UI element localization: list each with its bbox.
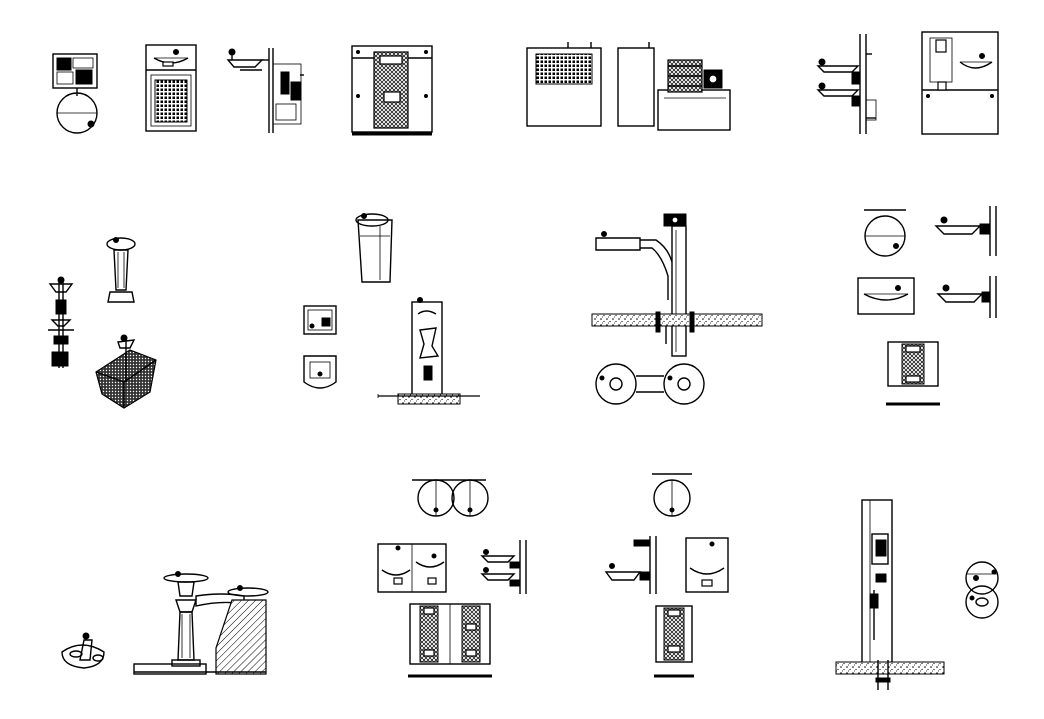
wall-fountain-plan-view bbox=[864, 209, 906, 257]
wall-fountain-side-view-lower bbox=[936, 276, 997, 318]
bottle-filler-post-section bbox=[835, 499, 945, 690]
recessed-fountain-panel-elevation bbox=[921, 31, 999, 135]
pedestal-fountain-post bbox=[48, 276, 74, 368]
single-fountain-side-view bbox=[604, 536, 657, 594]
single-fountain-front-view bbox=[685, 537, 729, 593]
outdoor-bi-level-pedestal-elevation bbox=[591, 213, 763, 357]
fountain-bowl-top-view bbox=[303, 355, 337, 389]
bi-level-fountain-side-section bbox=[816, 34, 877, 134]
wall-fountain-side-view bbox=[934, 206, 997, 256]
recessed-fountain-elevation bbox=[351, 45, 433, 136]
pedestal-fountain-column bbox=[106, 237, 136, 303]
wall-fountain-frame-elevation bbox=[886, 341, 940, 406]
drinking-fountain-compressor-unit bbox=[52, 53, 98, 134]
bi-level-front-view bbox=[377, 543, 447, 593]
water-chiller-unit bbox=[657, 59, 731, 131]
pedestal-fountain-section-on-slab bbox=[377, 297, 480, 405]
wall-fountain-front-view bbox=[857, 277, 915, 315]
outdoor-pedestal-with-pet-fountain bbox=[133, 571, 269, 675]
water-cooler-louvered-front bbox=[526, 42, 602, 127]
bi-level-side-view bbox=[480, 540, 527, 594]
pedestal-fountain-isometric-section bbox=[95, 334, 157, 409]
single-fountain-frame-elevation bbox=[654, 605, 694, 678]
wall-fountain-side-section bbox=[226, 48, 304, 133]
pet-bowl-fountain bbox=[61, 632, 105, 669]
wall-cooler-front-elevation bbox=[145, 44, 197, 132]
single-fountain-plan-view bbox=[652, 473, 692, 517]
fountain-plan-view bbox=[303, 305, 337, 335]
bi-level-frame-elevation bbox=[408, 603, 492, 678]
water-cooler-cabinet-side bbox=[617, 42, 655, 127]
bi-level-plan-view bbox=[412, 479, 489, 517]
freestanding-bottle-cooler bbox=[355, 213, 393, 283]
bottle-filler-plan-views bbox=[965, 561, 999, 619]
outdoor-bi-level-pedestal-plan bbox=[595, 363, 705, 405]
